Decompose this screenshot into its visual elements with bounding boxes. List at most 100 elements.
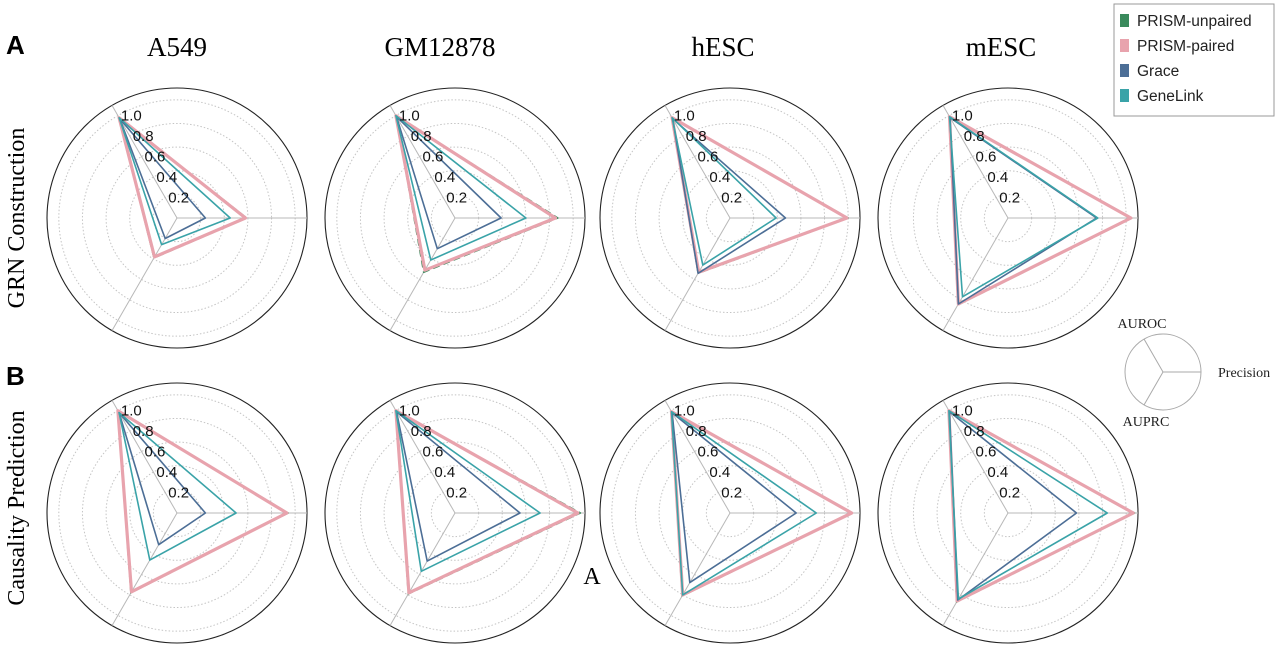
axis-key-spoke-auroc bbox=[1143, 338, 1164, 373]
legend-label-genelink: GeneLink bbox=[1137, 88, 1204, 105]
spoke-auprc bbox=[664, 512, 731, 626]
tick-label: 0.4 bbox=[987, 464, 1008, 481]
legend-swatch-grace bbox=[1120, 64, 1129, 77]
tick-label: 1.0 bbox=[952, 108, 973, 125]
axis-key-label-precision: Precision bbox=[1218, 366, 1270, 381]
legend-frame bbox=[1113, 3, 1275, 117]
spoke-auroc bbox=[942, 400, 1009, 514]
tick-label: 0.2 bbox=[168, 485, 189, 502]
legend-item-prism-unpaired: PRISM-unpaired bbox=[1120, 13, 1252, 30]
series-prism-paired bbox=[394, 409, 580, 595]
tick-label: 0.6 bbox=[145, 149, 166, 166]
spoke-auroc bbox=[389, 105, 456, 219]
spoke-auprc bbox=[942, 217, 1009, 331]
panel-letter-a: A bbox=[6, 30, 25, 60]
tick-label: 0.2 bbox=[721, 190, 742, 207]
tick-label: 0.4 bbox=[434, 169, 455, 186]
spoke-auprc bbox=[389, 512, 456, 626]
tick-label: 1.0 bbox=[674, 403, 695, 420]
legend-swatch-prism-paired bbox=[1120, 39, 1129, 52]
series-genelink bbox=[118, 411, 237, 561]
radar-panel-causality-prediction-a549: 0.20.40.60.81.0 bbox=[46, 382, 308, 644]
tick-label: 0.2 bbox=[168, 190, 189, 207]
spoke-auprc bbox=[111, 512, 178, 626]
legend-swatch-prism-unpaired bbox=[1120, 14, 1129, 27]
axis-key-label-auroc: AUROC bbox=[1117, 317, 1166, 332]
spoke-auroc bbox=[664, 400, 731, 514]
radar-panel-causality-prediction-hesc: 0.20.40.60.81.0 bbox=[599, 382, 861, 644]
tick-label: 1.0 bbox=[121, 403, 142, 420]
tick-label: 0.6 bbox=[423, 149, 444, 166]
column-title-hesc: hESC bbox=[691, 32, 754, 62]
legend-label-prism-paired: PRISM-paired bbox=[1137, 38, 1234, 55]
tick-label: 0.6 bbox=[976, 444, 997, 461]
series-grace bbox=[118, 117, 207, 240]
tick-label: 0.2 bbox=[721, 485, 742, 502]
column-title-mesc: mESC bbox=[966, 32, 1037, 62]
legend-label-prism-unpaired: PRISM-unpaired bbox=[1137, 13, 1252, 30]
tick-label: 0.2 bbox=[446, 190, 467, 207]
series-genelink bbox=[395, 114, 527, 261]
tick-label: 0.8 bbox=[964, 128, 985, 145]
axis-key: AUROC Precision AUPRC bbox=[1117, 317, 1270, 430]
radar-panel-causality-prediction-mesc: 0.2 0.4 0.6 0.8 1.0 bbox=[877, 382, 1139, 644]
spoke-auroc bbox=[111, 400, 178, 514]
tick-label: 0.8 bbox=[964, 423, 985, 440]
axis-key-label-auprc: AUPRC bbox=[1123, 415, 1170, 430]
tick-label: 0.2 bbox=[999, 190, 1020, 207]
spoke-auprc bbox=[942, 512, 1009, 626]
spoke-auprc bbox=[664, 217, 731, 331]
series-genelink bbox=[395, 409, 541, 573]
legend-label-grace: Grace bbox=[1137, 63, 1179, 80]
tick-label: 0.2 bbox=[999, 485, 1020, 502]
series-genelink bbox=[948, 115, 1099, 298]
axis-key-spoke-auprc bbox=[1143, 371, 1164, 406]
legend: PRISM-unpaired PRISM-paired Grace GeneLi… bbox=[1113, 3, 1275, 117]
tick-label: 0.6 bbox=[698, 149, 719, 166]
tick-label: 0.2 bbox=[446, 485, 467, 502]
spoke-auprc bbox=[111, 217, 178, 331]
tick-label: 0.8 bbox=[686, 128, 707, 145]
tick-label: 0.4 bbox=[709, 464, 730, 481]
series-grace bbox=[118, 411, 207, 546]
stray-label: A bbox=[583, 564, 601, 590]
tick-label: 0.6 bbox=[423, 444, 444, 461]
series-grace bbox=[949, 116, 1098, 305]
tick-label: 1.0 bbox=[952, 403, 973, 420]
tick-label: 1.0 bbox=[399, 108, 420, 125]
tick-label: 0.4 bbox=[987, 169, 1008, 186]
radar-panels: 0.20.40.60.81.00.20.40.60.81.00.20.40.60… bbox=[46, 87, 1139, 644]
spoke-auroc bbox=[111, 105, 178, 219]
legend-item-prism-paired: PRISM-paired bbox=[1120, 38, 1234, 55]
tick-label: 0.4 bbox=[156, 464, 177, 481]
radar-panel-grn-construction-a549: 0.20.40.60.81.0 bbox=[46, 87, 308, 349]
series-genelink bbox=[118, 116, 231, 246]
series-genelink bbox=[948, 409, 1109, 600]
series-grace bbox=[395, 115, 502, 250]
legend-swatch-genelink bbox=[1120, 89, 1129, 102]
tick-label: 0.6 bbox=[698, 444, 719, 461]
spoke-auprc bbox=[389, 217, 456, 331]
series-genelink bbox=[670, 410, 818, 596]
tick-label: 0.6 bbox=[976, 149, 997, 166]
tick-label: 0.8 bbox=[411, 423, 432, 440]
radar-panel-grn-construction-gm12878: 0.20.40.60.81.0 bbox=[324, 87, 586, 349]
series-prism-paired bbox=[394, 114, 558, 272]
column-title-a549: A549 bbox=[147, 32, 207, 62]
series-prism-paired bbox=[116, 409, 289, 594]
row-title-causality-prediction: Causality Prediction bbox=[4, 410, 30, 605]
tick-label: 0.8 bbox=[133, 128, 154, 145]
radar-panel-causality-prediction-gm12878: 0.2 0.4 0.6 0.8 1.0 bbox=[324, 382, 586, 644]
grid-ring bbox=[407, 170, 503, 266]
tick-label: 0.4 bbox=[434, 464, 455, 481]
series-grace bbox=[395, 410, 521, 562]
series-grace bbox=[671, 411, 798, 584]
series-grace bbox=[671, 117, 787, 275]
row-title-grn-construction: GRN Construction bbox=[4, 128, 30, 309]
radar-panel-grn-construction-hesc: 0.20.40.60.81.0 bbox=[599, 87, 861, 349]
column-title-gm12878: GM12878 bbox=[384, 32, 495, 62]
radar-panel-grn-construction-mesc: 0.2 0.4 0.6 0.8 1.0 bbox=[877, 87, 1139, 349]
spoke-auroc bbox=[664, 105, 731, 219]
tick-label: 1.0 bbox=[399, 403, 420, 420]
